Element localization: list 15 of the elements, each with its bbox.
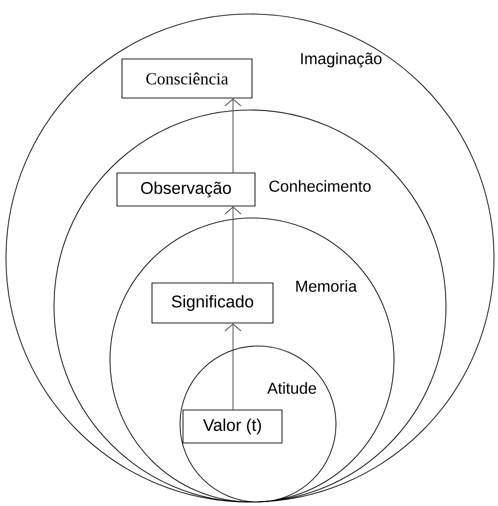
- circle-label: Conhecimento: [269, 180, 371, 192]
- arrow: [224, 98, 242, 174]
- label-box: Valor (t): [182, 410, 282, 444]
- circle: [110, 218, 394, 502]
- circle-label: Atitude: [267, 382, 316, 394]
- label-box: Significado: [152, 282, 274, 324]
- circle-label: Memoria: [296, 280, 357, 292]
- circle: [6, 14, 494, 502]
- label-box: Consciência: [122, 58, 252, 98]
- circle: [54, 110, 446, 502]
- circle: [180, 346, 336, 502]
- arrow: [224, 206, 242, 284]
- label-box: Observação: [116, 172, 256, 206]
- arrow: [224, 323, 242, 410]
- circle-label: Imaginação: [301, 52, 382, 68]
